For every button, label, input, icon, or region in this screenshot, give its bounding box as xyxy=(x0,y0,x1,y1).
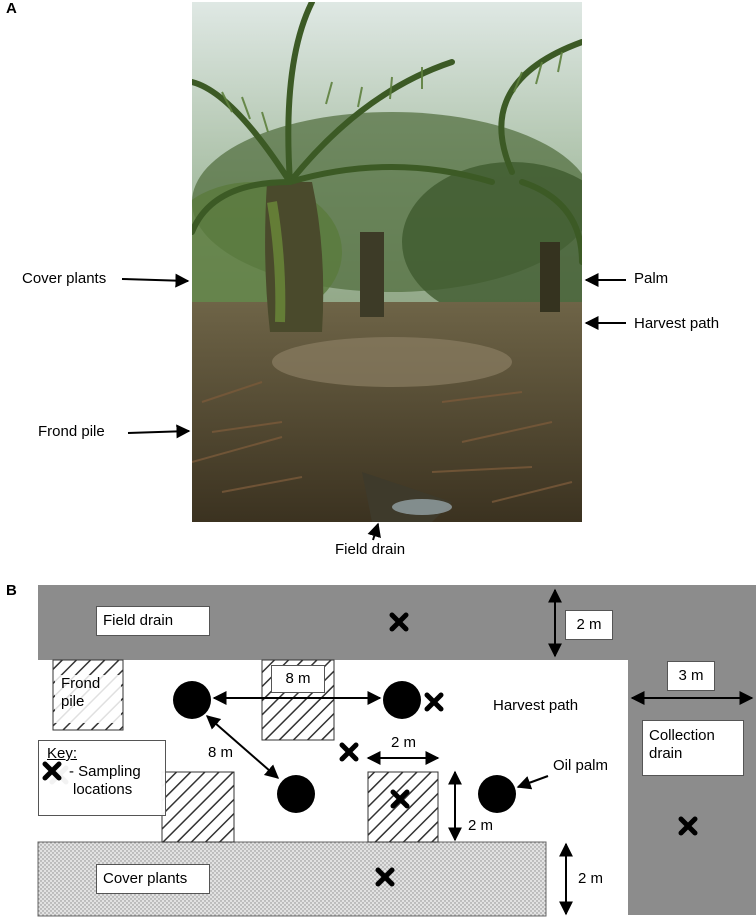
sampling-cross xyxy=(389,612,409,632)
sampling-cross xyxy=(424,692,444,712)
frond-pile-4 xyxy=(367,771,439,843)
frond-pile-label-line2: pile xyxy=(61,693,85,710)
sampling-cross xyxy=(339,742,359,762)
key-text-line2: locations xyxy=(73,781,133,798)
label-palm: Palm xyxy=(634,270,669,287)
arrow-cover-plants xyxy=(121,273,190,288)
panel-a-arrows xyxy=(121,273,626,541)
cover-plants-label: Cover plants xyxy=(96,864,210,894)
collection-drain-label-line1: Collection xyxy=(649,727,715,744)
oil-palm-plantation-photo xyxy=(162,0,622,522)
dim-palm-spacing-diag-arrow xyxy=(205,715,280,779)
dim-collection-drain-label: 3 m xyxy=(667,661,715,691)
key-title: Key: xyxy=(47,745,78,762)
frond-pile-3 xyxy=(161,771,235,843)
panel-a-letter: A xyxy=(6,0,17,17)
dimension-arrows xyxy=(205,588,754,916)
arrow-field-drain xyxy=(367,522,381,541)
label-harvest-path: Harvest path xyxy=(634,315,720,332)
oil-palm-3 xyxy=(277,775,315,813)
oil-palm-pointer-arrow xyxy=(516,775,549,790)
field-drain-label: Field drain xyxy=(96,606,210,636)
dim-cover-plants-label: 2 m xyxy=(578,870,604,887)
dim-palm-vertical-label: 2 m xyxy=(468,817,494,834)
collection-drain-label: Collection drain xyxy=(642,720,744,776)
frond-pile-label: Frond pile xyxy=(55,675,121,723)
oil-palm-label: Oil palm xyxy=(553,757,609,774)
oil-palm-2 xyxy=(383,681,421,719)
label-cover-plants: Cover plants xyxy=(22,270,107,287)
sampling-cross xyxy=(390,789,410,809)
frond-pile-label-line1: Frond xyxy=(61,675,101,692)
photo-illustration xyxy=(162,0,622,522)
label-field-drain: Field drain xyxy=(335,541,406,558)
arrow-frond-pile xyxy=(127,424,191,439)
sampling-cross xyxy=(678,816,698,836)
oil-palm-4 xyxy=(478,775,516,813)
panel-b-letter: B xyxy=(6,582,17,599)
harvest-path-label: Harvest path xyxy=(493,697,579,714)
label-frond-pile: Frond pile xyxy=(38,423,105,440)
dim-palm-spacing-diag-label: 8 m xyxy=(208,744,234,761)
dim-field-drain-label: 2 m xyxy=(565,610,613,640)
collection-drain-label-line2: drain xyxy=(649,745,683,762)
key-text-line1: - Sampling xyxy=(69,763,141,780)
dim-palm-gap-label: 2 m xyxy=(391,734,417,751)
oil-palm-1 xyxy=(173,681,211,719)
sampling-cross xyxy=(375,867,395,887)
dim-palm-spacing-top-label: 8 m xyxy=(271,665,325,693)
